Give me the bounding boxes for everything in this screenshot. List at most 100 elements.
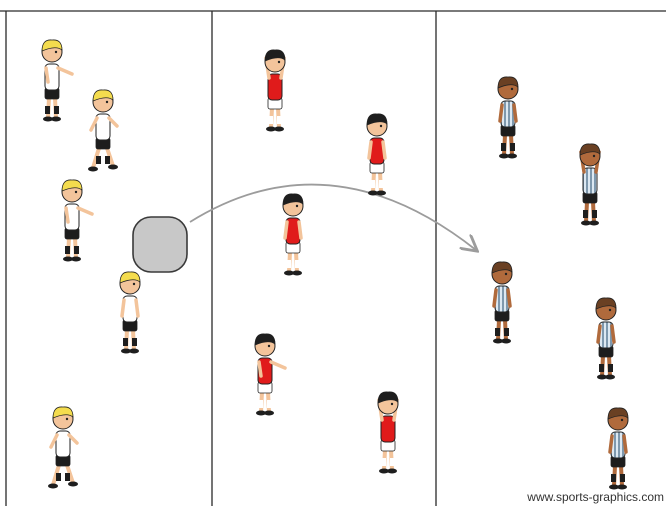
arm (136, 300, 138, 316)
shoe (48, 484, 58, 489)
arm (500, 105, 502, 121)
shoe (501, 339, 511, 344)
eye (268, 345, 270, 347)
arm (624, 436, 626, 452)
eye (55, 51, 57, 53)
arm (259, 362, 261, 376)
sock (599, 364, 604, 372)
eye (75, 191, 77, 193)
eye (609, 309, 611, 311)
sock (295, 260, 300, 268)
sock (611, 474, 616, 482)
sock (65, 246, 70, 254)
player-white-4 (120, 272, 140, 354)
arm (494, 290, 496, 306)
player-white-1 (42, 40, 72, 122)
sock (620, 474, 625, 482)
sock (132, 338, 137, 346)
sock (379, 180, 384, 188)
eye (593, 155, 595, 157)
sock (286, 260, 291, 268)
eye (380, 125, 382, 127)
eye (66, 418, 68, 420)
eye (133, 283, 135, 285)
shoe (88, 167, 98, 172)
sock (277, 116, 282, 124)
sock (123, 338, 128, 346)
shoe (51, 117, 61, 122)
arm (369, 142, 371, 158)
player-red-10 (378, 392, 398, 474)
credit-watermark: www.sports-graphics.com (527, 490, 664, 504)
shoe (507, 154, 517, 159)
player-striped-12 (580, 144, 600, 226)
sock (105, 156, 110, 164)
sock (592, 210, 597, 218)
sock (501, 143, 506, 151)
shoe (617, 485, 627, 490)
player-striped-11 (498, 77, 518, 159)
shoe (129, 349, 139, 354)
sock (54, 106, 59, 114)
shoe (605, 375, 615, 380)
arm (271, 362, 285, 368)
sock (510, 143, 515, 151)
player-striped-15 (608, 408, 628, 490)
shoe (108, 165, 118, 170)
sock (267, 400, 272, 408)
player-white-3 (62, 180, 92, 262)
sock (495, 328, 500, 336)
arm (508, 290, 510, 306)
sock (608, 364, 613, 372)
arm (383, 142, 385, 158)
eye (296, 205, 298, 207)
sock (268, 116, 273, 124)
pass-arrow (190, 185, 476, 250)
eye (511, 88, 513, 90)
player-red-9 (255, 334, 285, 416)
shoe (376, 191, 386, 196)
arm (514, 105, 516, 121)
arm (122, 300, 124, 316)
shoe (264, 411, 274, 416)
eye (106, 101, 108, 103)
eye (391, 403, 393, 405)
arm (299, 222, 301, 238)
shoe (71, 257, 81, 262)
player-red-7 (367, 114, 387, 196)
arm (66, 208, 68, 222)
shoe (292, 271, 302, 276)
player-white-5 (48, 407, 78, 489)
shoe (68, 482, 78, 487)
eye (278, 61, 280, 63)
sock (370, 180, 375, 188)
shoe (387, 469, 397, 474)
arm (78, 208, 92, 214)
arm (58, 68, 72, 74)
player-striped-13 (492, 262, 512, 344)
eye (505, 273, 507, 275)
sock (56, 473, 61, 481)
arm (598, 326, 600, 342)
player-striped-14 (596, 298, 616, 380)
sock (74, 246, 79, 254)
ball (133, 217, 187, 272)
players (42, 40, 628, 490)
arm (46, 68, 48, 82)
player-white-2 (88, 90, 118, 172)
arm (612, 326, 614, 342)
sock (381, 458, 386, 466)
sock (390, 458, 395, 466)
sock (45, 106, 50, 114)
sock (96, 156, 101, 164)
sock (65, 473, 70, 481)
sock (504, 328, 509, 336)
player-red-8 (283, 194, 303, 276)
sock (258, 400, 263, 408)
eye (621, 419, 623, 421)
sock (583, 210, 588, 218)
arm (610, 436, 612, 452)
player-red-6 (265, 50, 285, 132)
shoe (274, 127, 284, 132)
